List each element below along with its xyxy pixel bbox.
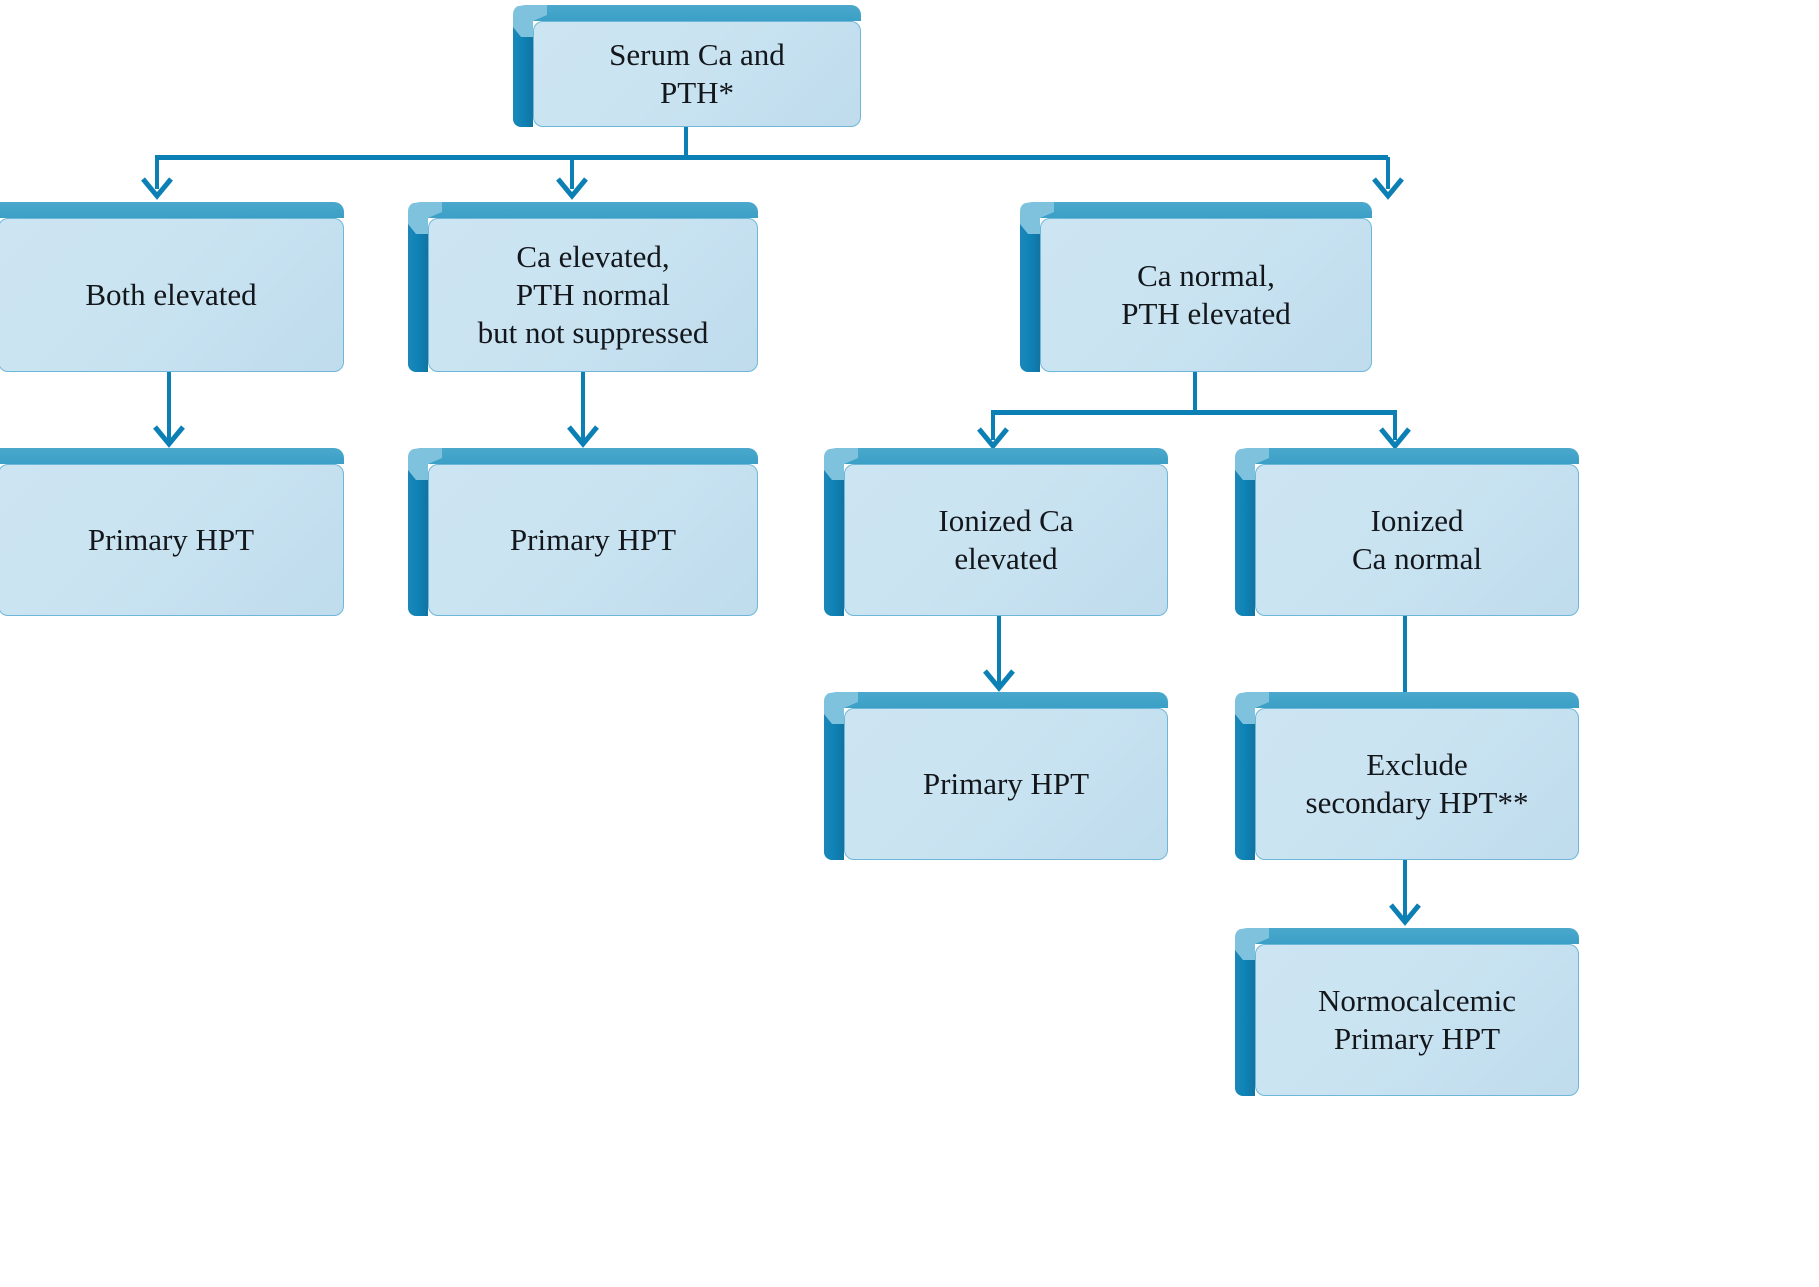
node-top-face bbox=[0, 448, 344, 464]
node-side-face bbox=[1235, 942, 1255, 1096]
node-top-face bbox=[1255, 448, 1579, 464]
node-top-face bbox=[0, 202, 344, 218]
node-exclude-secondary-hpt[interactable]: Exclude secondary HPT** bbox=[1235, 692, 1579, 860]
node-top-face bbox=[428, 448, 758, 464]
connector-mid-drop-right bbox=[1393, 410, 1397, 440]
connector-both-to-hpt1 bbox=[167, 368, 171, 440]
connector-top-bus bbox=[155, 155, 1388, 160]
node-ionized-ca-elevated[interactable]: Ionized Ca elevated bbox=[824, 448, 1168, 616]
node-serum-ca-and-pth[interactable]: Serum Ca and PTH* bbox=[513, 5, 861, 127]
arrow-to-primary-hpt-2 bbox=[566, 424, 600, 450]
node-label: Primary HPT bbox=[844, 708, 1168, 860]
node-label: Ca elevated, PTH normal but not suppress… bbox=[428, 218, 758, 372]
arrow-to-ca-norm-pth-elev bbox=[1371, 176, 1405, 202]
node-side-face bbox=[408, 462, 428, 616]
node-label: Ionized Ca normal bbox=[1255, 464, 1579, 616]
node-top-face bbox=[1255, 928, 1579, 944]
connector-bus-drop-2 bbox=[570, 157, 574, 189]
connector-canorm-stem bbox=[1193, 368, 1197, 412]
connector-exclude-to-normocalcemic bbox=[1403, 840, 1407, 918]
node-label: Exclude secondary HPT** bbox=[1255, 708, 1579, 860]
node-label: Serum Ca and PTH* bbox=[533, 21, 861, 127]
node-side-face bbox=[824, 462, 844, 616]
arrow-to-ca-elev-pth-norm bbox=[555, 176, 589, 202]
node-side-face bbox=[1020, 216, 1040, 372]
node-ionized-ca-normal[interactable]: Ionized Ca normal bbox=[1235, 448, 1579, 616]
node-label: Ca normal, PTH elevated bbox=[1040, 218, 1372, 372]
node-side-face bbox=[1235, 462, 1255, 616]
node-label: Ionized Ca elevated bbox=[844, 464, 1168, 616]
node-top-face bbox=[1255, 692, 1579, 708]
arrow-to-primary-hpt-3 bbox=[982, 668, 1016, 694]
node-label: Normocalcemic Primary HPT bbox=[1255, 944, 1579, 1096]
node-label: Primary HPT bbox=[0, 464, 344, 616]
node-primary-hpt-3[interactable]: Primary HPT bbox=[824, 692, 1168, 860]
node-side-face bbox=[824, 706, 844, 860]
node-ca-normal-pth-elevated[interactable]: Ca normal, PTH elevated bbox=[1020, 202, 1372, 372]
node-primary-hpt-1[interactable]: Primary HPT bbox=[0, 448, 344, 616]
node-both-elevated[interactable]: Both elevated bbox=[0, 202, 344, 372]
node-side-face bbox=[408, 216, 428, 372]
connector-caelev-to-hpt2 bbox=[581, 368, 585, 440]
arrow-to-both-elevated bbox=[140, 176, 174, 202]
node-side-face bbox=[1235, 706, 1255, 860]
connector-bus-drop-1 bbox=[155, 157, 159, 189]
node-top-face bbox=[533, 5, 861, 21]
arrow-to-primary-hpt-1 bbox=[152, 424, 186, 450]
node-ca-elevated-pth-normal[interactable]: Ca elevated, PTH normal but not suppress… bbox=[408, 202, 758, 372]
connector-mid-drop-left bbox=[991, 410, 995, 440]
node-top-face bbox=[844, 692, 1168, 708]
node-primary-hpt-2[interactable]: Primary HPT bbox=[408, 448, 758, 616]
node-label: Both elevated bbox=[0, 218, 344, 372]
connector-mid-bus bbox=[991, 410, 1397, 415]
node-top-face bbox=[1040, 202, 1372, 218]
connector-root-stem bbox=[684, 122, 688, 160]
node-label: Primary HPT bbox=[428, 464, 758, 616]
node-normocalcemic-primary-hpt[interactable]: Normocalcemic Primary HPT bbox=[1235, 928, 1579, 1096]
connector-ionelev-to-hpt3 bbox=[997, 612, 1001, 684]
node-top-face bbox=[844, 448, 1168, 464]
node-side-face bbox=[513, 19, 533, 127]
arrow-to-normocalcemic bbox=[1388, 902, 1422, 928]
connector-bus-drop-3 bbox=[1386, 157, 1390, 189]
node-top-face bbox=[428, 202, 758, 218]
arrow-to-ionized-ca-norm bbox=[1378, 426, 1412, 452]
arrow-to-ionized-ca-elev bbox=[976, 426, 1010, 452]
